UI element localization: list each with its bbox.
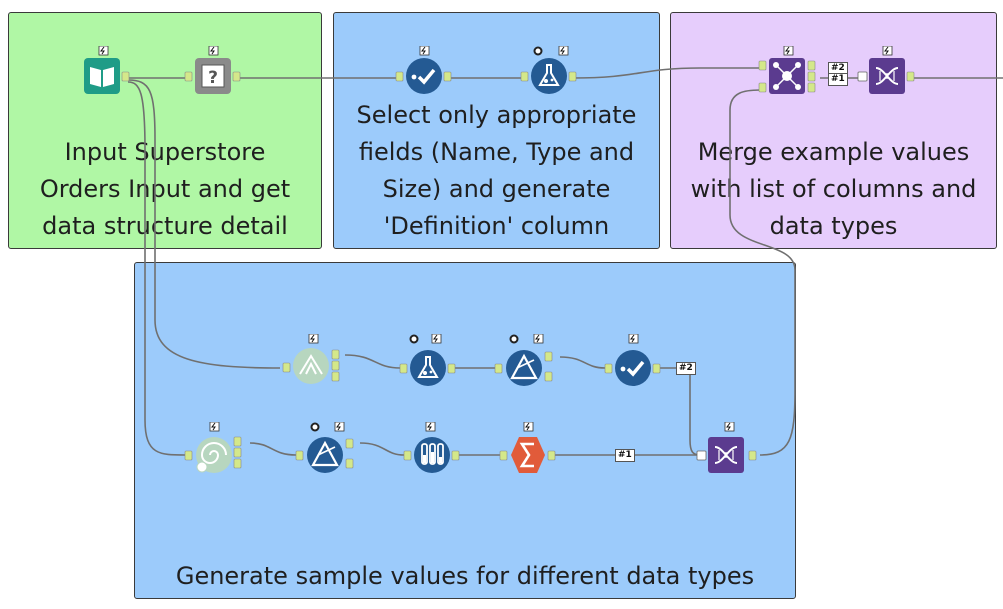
wire xyxy=(572,67,760,79)
label-line: data structure detail xyxy=(42,212,288,240)
wire xyxy=(729,89,796,456)
connection-label-join-top: #2 xyxy=(828,62,848,75)
select-tool-2[interactable] xyxy=(602,334,662,390)
wire xyxy=(127,79,281,369)
flask-icon xyxy=(410,350,446,386)
text-to-columns-tool[interactable] xyxy=(280,334,348,390)
label-line: Size) and generate xyxy=(382,175,611,203)
spiral-icon xyxy=(196,437,232,473)
union-tool-top[interactable] xyxy=(856,46,916,102)
label-line: Orders Input and get xyxy=(39,175,291,203)
dna-icon xyxy=(708,437,744,473)
label-line: Merge example values xyxy=(697,138,970,166)
container-select[interactable]: Select only appropriate fields (Name, Ty… xyxy=(333,12,660,249)
container-input-label: Input Superstore Orders Input and get da… xyxy=(9,134,321,245)
input-data-tool[interactable] xyxy=(80,46,132,102)
connection-label-union-1: #1 xyxy=(615,449,635,462)
label-line: with list of columns and xyxy=(690,175,977,203)
checkmark-icon xyxy=(615,350,651,386)
container-sample-label: Generate sample values for different dat… xyxy=(135,558,795,595)
test-tubes-icon xyxy=(414,437,450,473)
generate-rows-tool[interactable] xyxy=(183,422,253,482)
sigma-icon xyxy=(511,437,545,473)
wire xyxy=(657,367,701,456)
question-icon: ? xyxy=(195,58,231,94)
dna-icon xyxy=(869,58,905,94)
join-tool[interactable] xyxy=(757,46,825,102)
label-line: Input Superstore xyxy=(64,138,266,166)
label-line: 'Definition' column xyxy=(383,212,610,240)
select-tool-1[interactable] xyxy=(393,46,453,102)
flask-icon xyxy=(531,58,567,94)
filter-tool-1[interactable] xyxy=(492,334,562,390)
filter-tool-2[interactable] xyxy=(293,422,363,478)
container-merge[interactable]: Merge example values with list of column… xyxy=(670,12,997,249)
connection-label-join-bottom: #1 xyxy=(828,73,848,86)
container-select-label: Select only appropriate fields (Name, Ty… xyxy=(334,97,659,245)
container-merge-label: Merge example values with list of column… xyxy=(671,134,996,245)
wire xyxy=(344,354,401,369)
field-info-tool[interactable]: ? xyxy=(182,46,242,102)
container-input[interactable]: Input Superstore Orders Input and get da… xyxy=(8,12,322,249)
svg-text:?: ? xyxy=(208,68,218,88)
summarize-tool[interactable] xyxy=(497,422,557,478)
union-tool-bottom[interactable] xyxy=(695,422,761,478)
formula-tool-2[interactable] xyxy=(397,334,457,390)
label-line: Generate sample values for different dat… xyxy=(175,562,755,590)
multi-field-formula-tool[interactable] xyxy=(401,422,461,478)
label-line: fields (Name, Type and xyxy=(358,138,635,166)
checkmark-icon xyxy=(406,58,442,94)
formula-tool-1[interactable] xyxy=(518,46,578,102)
wire xyxy=(359,442,405,456)
split-icon xyxy=(293,348,329,384)
container-sample[interactable]: Generate sample values for different dat… xyxy=(134,262,796,599)
book-icon xyxy=(84,58,120,94)
triangle-filter-icon xyxy=(307,437,343,473)
label-line: Select only appropriate xyxy=(356,101,637,129)
wire xyxy=(559,356,606,369)
wire xyxy=(127,81,186,456)
label-line: data types xyxy=(769,212,898,240)
join-icon xyxy=(769,58,805,94)
wire xyxy=(249,442,297,456)
connection-label-union-2: #2 xyxy=(676,362,696,375)
triangle-filter-icon xyxy=(506,350,542,386)
